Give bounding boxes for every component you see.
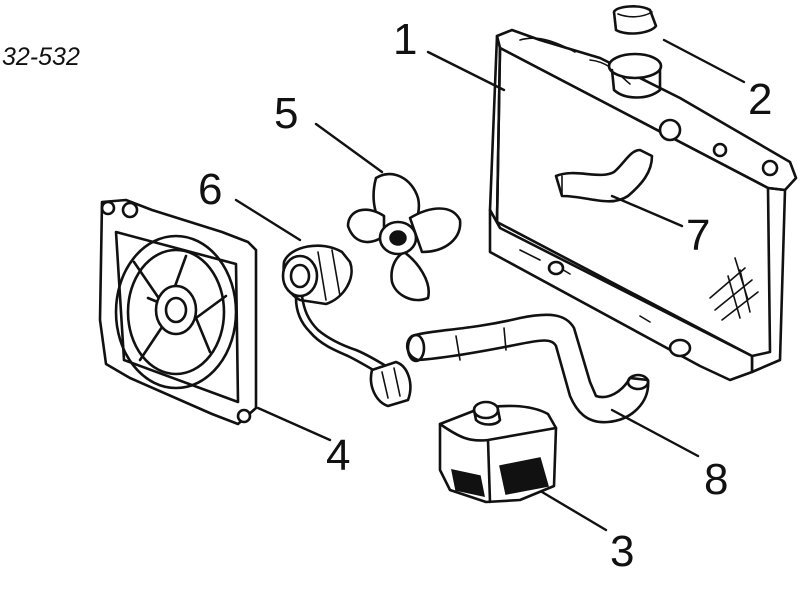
part-number: 32-532 [2,43,80,71]
callout-8: 8 [704,455,728,504]
callout-5: 5 [274,89,298,138]
callout-4: 4 [326,431,350,480]
callout-2: 2 [748,75,772,124]
radiator [488,28,798,382]
callout-1: 1 [393,15,417,64]
lower-hose [405,313,650,424]
fan-shroud [98,198,258,426]
upper-hose [554,148,654,203]
leader-lines [234,38,746,532]
fan-motor [281,244,412,408]
radiator-cap [612,5,658,35]
callout-3: 3 [610,527,634,576]
fan-blade [346,172,462,302]
callout-7: 7 [686,211,710,260]
callout-6: 6 [198,165,222,214]
reservoir-tank [438,400,558,504]
